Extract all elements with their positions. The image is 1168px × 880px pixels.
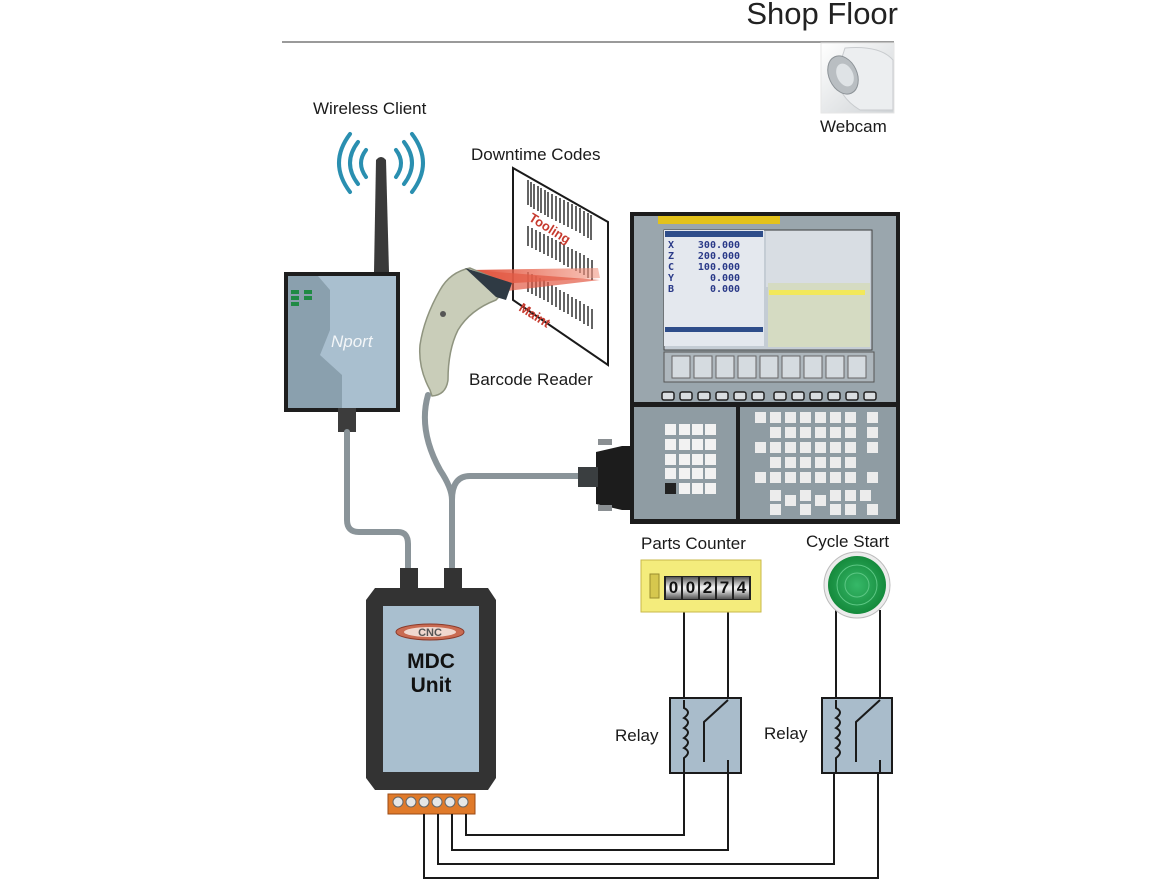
network-cables <box>344 392 581 573</box>
terminal-block <box>387 793 476 815</box>
relay-left <box>669 697 742 774</box>
parts-counter-display: 0 0 2 7 4 <box>664 576 751 600</box>
axis-name: C <box>668 262 675 273</box>
relay-switch-icon <box>855 699 881 772</box>
title-divider <box>282 41 894 43</box>
mdc-unit: CNC <box>366 588 496 790</box>
mdc-logo: CNC <box>418 627 442 639</box>
barcode-reader-label: Barcode Reader <box>469 370 593 389</box>
relay-right <box>821 697 893 774</box>
mdc-unit-label: MDC Unit <box>383 650 479 698</box>
downtime-codes-label: Downtime Codes <box>471 145 601 164</box>
counter-digit: 2 <box>700 577 715 599</box>
relay-right-label: Relay <box>764 724 808 743</box>
cnc-axis-readout: X 300.000 Z 200.000 C 100.000 Y 0.000 B … <box>668 240 740 295</box>
axis-name: Z <box>668 251 675 262</box>
relay-switch-icon <box>703 699 729 772</box>
axis-value: 300.000 <box>697 240 741 251</box>
axis-value: 200.000 <box>697 251 741 262</box>
nport-device <box>284 272 400 432</box>
barcode-scanner-icon <box>418 267 512 397</box>
webcam-icon <box>820 42 895 114</box>
wireless-client-label: Wireless Client <box>313 99 427 118</box>
serial-connector <box>578 439 630 511</box>
axis-value: 100.000 <box>697 262 741 273</box>
wifi-signal-icon <box>337 132 425 194</box>
nport-label: Nport <box>331 332 373 351</box>
page-title: Shop Floor <box>746 0 898 31</box>
axis-value: 0.000 <box>709 273 741 284</box>
mdc-label-line2: Unit <box>410 674 452 697</box>
axis-name: B <box>668 284 675 295</box>
axis-value: 0.000 <box>709 284 741 295</box>
parts-counter-label: Parts Counter <box>641 534 746 553</box>
axis-name: X <box>668 240 675 251</box>
relay-wiring <box>423 610 881 879</box>
barcode-sheet: Tooling Maint <box>512 166 609 367</box>
counter-digit: 4 <box>734 577 749 599</box>
relay-left-label: Relay <box>615 726 659 745</box>
axis-name: Y <box>668 273 675 284</box>
relay-coil-icon <box>682 700 689 772</box>
counter-digit: 7 <box>717 577 732 599</box>
mdc-connectors <box>400 568 462 590</box>
counter-digit: 0 <box>666 577 681 599</box>
counter-digit: 0 <box>683 577 698 599</box>
relay-coil-icon <box>834 700 841 772</box>
cycle-start-label: Cycle Start <box>806 532 890 551</box>
webcam-label: Webcam <box>820 117 887 136</box>
cnc-controller <box>630 212 900 524</box>
mdc-label-line1: MDC <box>407 650 455 673</box>
cycle-start-button <box>823 551 891 619</box>
antenna-icon <box>374 157 389 272</box>
